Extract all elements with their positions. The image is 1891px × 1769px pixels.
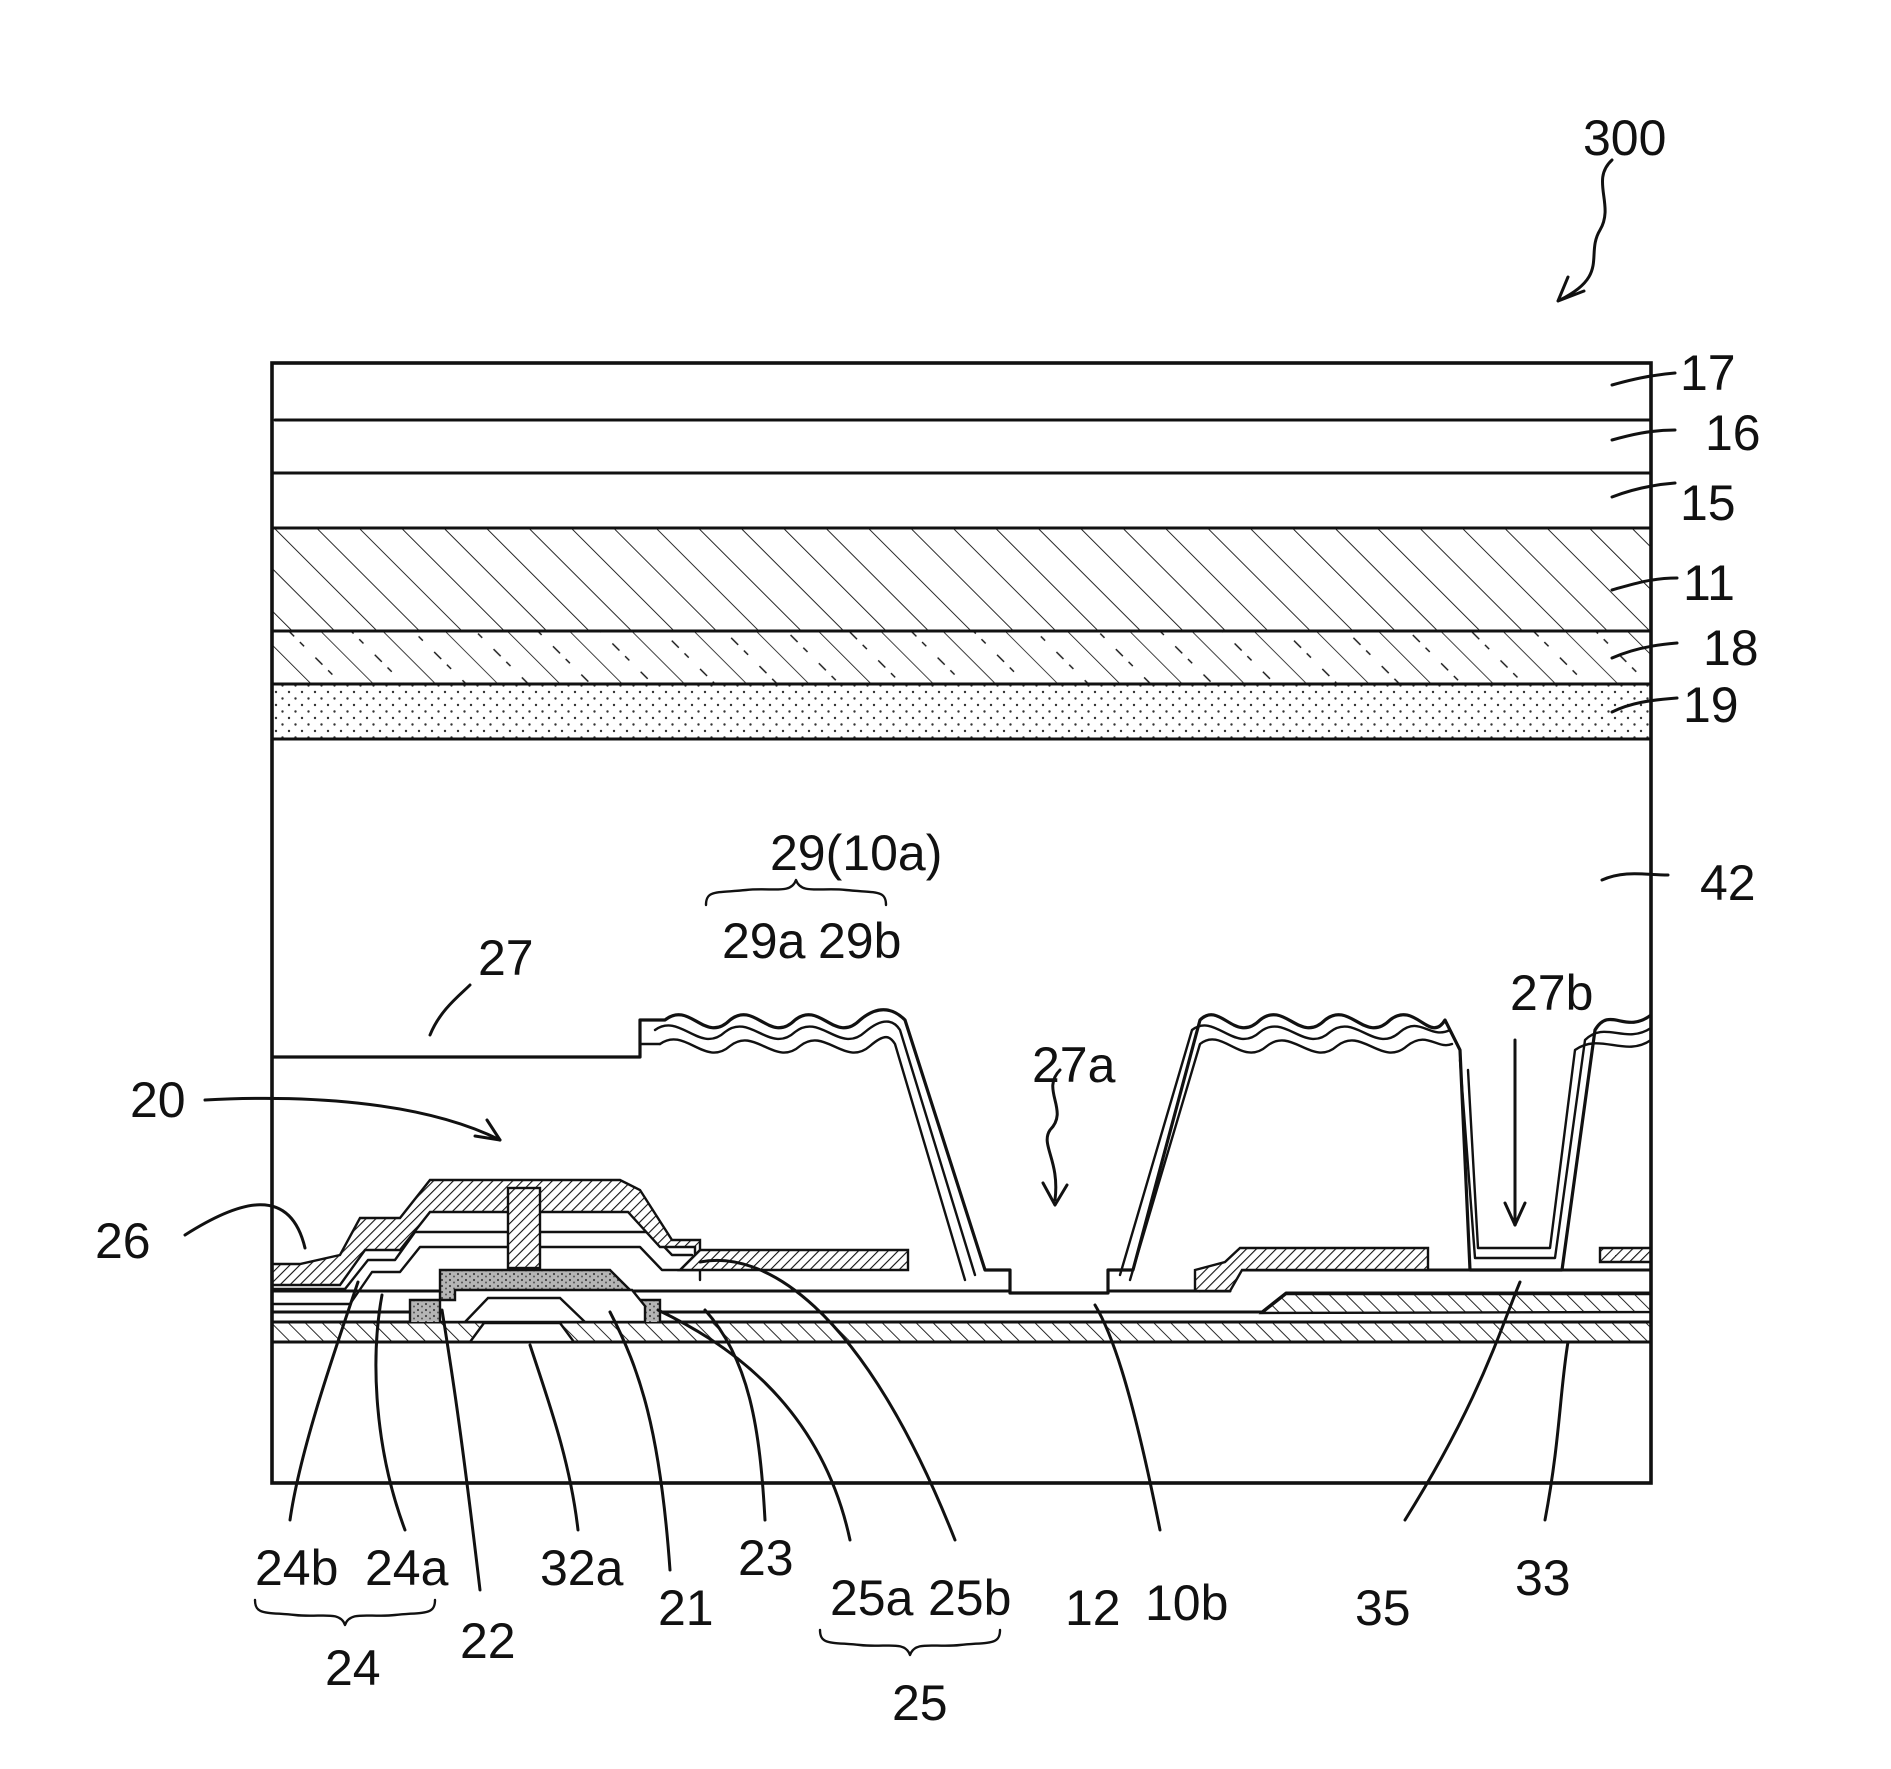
storage-pad: [1195, 1248, 1428, 1291]
label-32a: 32a: [540, 1540, 624, 1596]
label-24a: 24a: [365, 1540, 449, 1596]
label-16: 16: [1705, 405, 1761, 461]
label-25: 25: [892, 1675, 948, 1731]
label-27b: 27b: [1510, 965, 1593, 1021]
label-29b: 29b: [818, 913, 901, 969]
label-20: 20: [130, 1072, 186, 1128]
label-21: 21: [658, 1580, 714, 1636]
labels: 300 17 16 15 11 18 19 42 29(10a) 29a 29b…: [95, 110, 1761, 1731]
label-17: 17: [1680, 345, 1736, 401]
label-27: 27: [478, 930, 534, 986]
label-29a: 29a: [722, 913, 806, 969]
label-26: 26: [95, 1213, 151, 1269]
label-19: 19: [1683, 677, 1739, 733]
label-15: 15: [1680, 475, 1736, 531]
edge-pad: [1600, 1248, 1651, 1262]
label-18: 18: [1703, 620, 1759, 676]
insulating-layer-27: [272, 1010, 1651, 1293]
label-23: 23: [738, 1530, 794, 1586]
layer-11: [272, 528, 1651, 631]
label-33: 33: [1515, 1550, 1571, 1606]
label-35: 35: [1355, 1580, 1411, 1636]
upper-stack: [272, 363, 1651, 739]
label-24b: 24b: [255, 1540, 338, 1596]
label-25a: 25a: [830, 1570, 914, 1626]
contact-plug: [508, 1188, 540, 1268]
label-29-10a: 29(10a): [770, 825, 942, 881]
capacitor-electrode-35: [1262, 1294, 1651, 1313]
label-24: 24: [325, 1640, 381, 1696]
label-300: 300: [1583, 110, 1666, 166]
label-27a: 27a: [1032, 1037, 1116, 1093]
label-10b: 10b: [1145, 1575, 1228, 1631]
label-11: 11: [1683, 555, 1735, 611]
label-42: 42: [1700, 855, 1756, 911]
label-22: 22: [460, 1613, 516, 1669]
label-12: 12: [1065, 1580, 1121, 1636]
layer-18: [272, 631, 1651, 684]
gate-electrode-32a: [470, 1323, 574, 1342]
label-25b: 25b: [928, 1570, 1011, 1626]
layer-19: [272, 684, 1651, 739]
